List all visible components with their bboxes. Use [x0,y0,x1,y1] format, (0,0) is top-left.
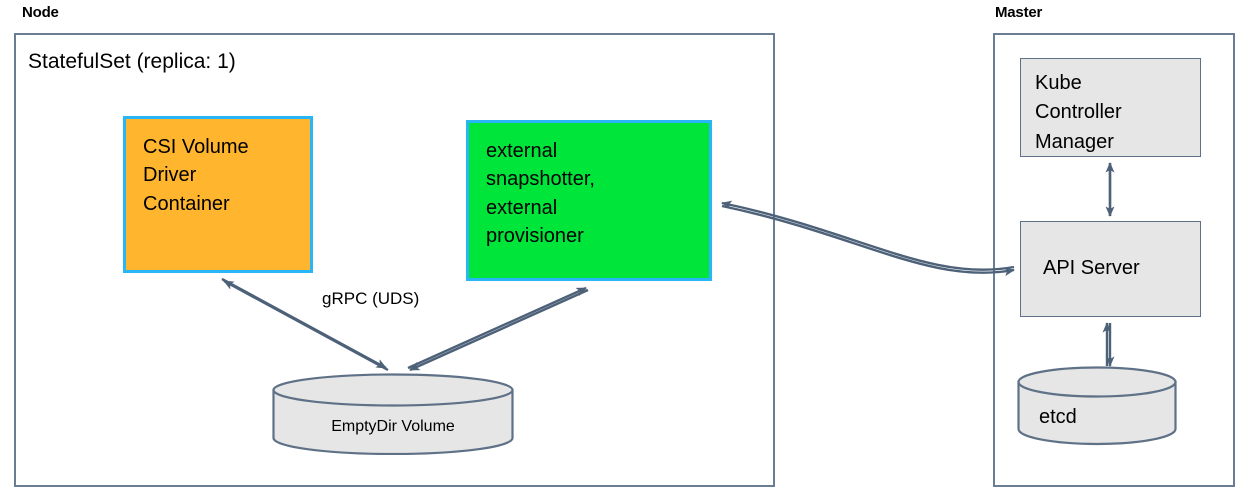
csi-driver-line-1: CSI Volume [143,136,249,158]
csi-volume-driver-container-box[interactable]: CSI Volume Driver Container [123,116,313,273]
sidecars-line-4: provisioner [486,225,584,248]
csi-driver-line-3: Container [143,192,230,215]
emptydir-volume-cylinder[interactable]: EmptyDir Volume [272,373,514,456]
master-zone-label: Master [995,4,1043,21]
sidecars-line-2: snapshotter, [486,168,595,191]
kcm-line-1: Kube [1035,72,1082,94]
etcd-cylinder[interactable]: etcd [1017,366,1177,446]
emptydir-cylinder-shape [272,373,514,456]
external-sidecars-box[interactable]: external snapshotter, external provision… [466,120,712,281]
sidecars-line-1: external [486,140,558,162]
grpc-uds-label: gRPC (UDS) [322,289,420,308]
csi-driver-line-2: Driver [143,164,197,187]
kcm-line-3: Manager [1035,130,1114,153]
api-server-box[interactable]: API Server [1020,221,1201,317]
node-zone-label: Node [22,4,59,21]
etcd-cylinder-shape [1017,366,1177,446]
kube-controller-manager-box[interactable]: Kube Controller Manager [1020,58,1201,157]
api-server-label: API Server [1043,257,1140,280]
kcm-line-2: Controller [1035,101,1122,124]
statefulset-title: StatefulSet (replica: 1) [28,50,236,73]
sidecars-line-3: external [486,196,558,219]
